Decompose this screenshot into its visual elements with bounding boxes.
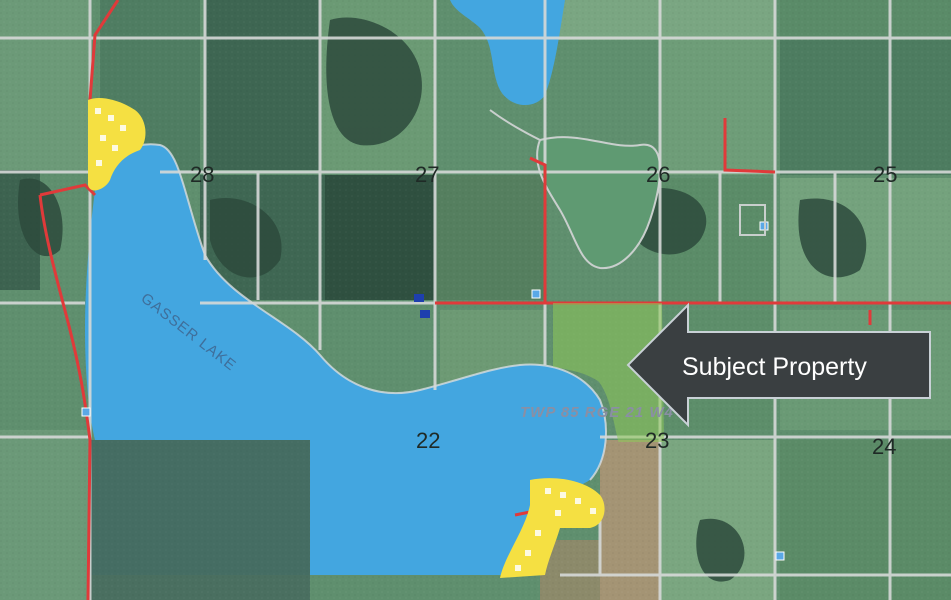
development-lots [95, 108, 596, 571]
section-label: 26 [646, 162, 670, 187]
section-label: 23 [645, 428, 669, 453]
section-label: 27 [415, 162, 439, 187]
building-icon [81, 204, 785, 561]
lake-southwest-area [90, 440, 310, 575]
callout-text: Subject Property [682, 353, 867, 381]
callout-arrow [626, 302, 931, 428]
roads [38, 0, 951, 600]
subject-property-parcel [553, 303, 665, 442]
section-label: 22 [416, 428, 440, 453]
north-pond [450, 0, 565, 106]
lake-shoreline [94, 143, 607, 481]
subject-property-callout: Subject Property [626, 302, 931, 428]
wetland-channel [489, 109, 541, 141]
section-label: 25 [873, 162, 897, 187]
section-label: 24 [872, 434, 896, 459]
township-label: TWP 85 RGE 21 W4 [520, 404, 674, 421]
wetland-outline [536, 136, 661, 270]
section-label: 28 [190, 162, 214, 187]
lake [85, 144, 606, 576]
